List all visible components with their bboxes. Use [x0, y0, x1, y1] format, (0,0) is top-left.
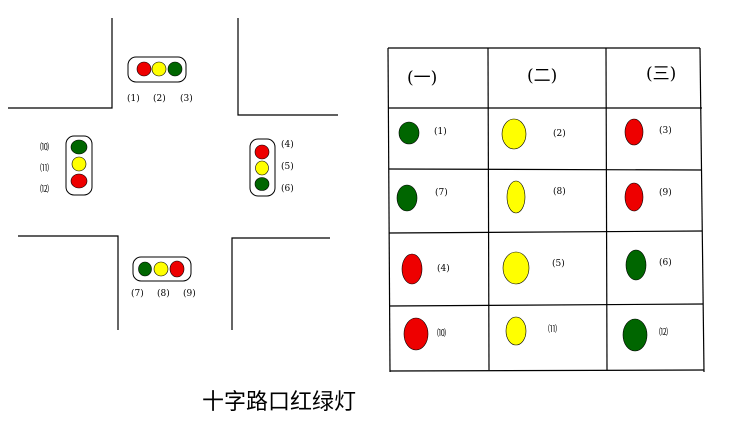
cell-label-r2-c2: (8) — [553, 186, 566, 197]
cell-label-r3-c3: (6) — [659, 257, 672, 268]
west-lamp-1 — [70, 139, 88, 155]
road-edge-sw — [18, 235, 119, 330]
cell-label-r2-c1: (7) — [435, 187, 448, 198]
cell-lamp-r1-c2 — [501, 118, 527, 150]
cell-lamp-r2-c3 — [624, 182, 644, 212]
west-label-1: ⑽ — [40, 141, 49, 153]
north-lamp-1 — [136, 61, 152, 77]
table-vline-1 — [487, 47, 490, 371]
road-edges — [8, 18, 338, 330]
cell-lamp-r2-c2 — [506, 180, 526, 214]
east-label-1: (4) — [281, 139, 294, 150]
cell-lamp-r3-c3 — [625, 249, 647, 281]
cell-lamp-r2-c1 — [396, 184, 418, 212]
cell-lamp-r4-c2 — [505, 316, 527, 346]
table-header-3: (三) — [646, 64, 676, 84]
east-label-2: (5) — [281, 161, 294, 172]
road-edge-nw — [8, 18, 113, 109]
west-lamp-2 — [71, 156, 87, 172]
north-label-2: (2) — [153, 93, 166, 104]
cell-label-r1-c1: (1) — [434, 126, 447, 137]
south-lamp-1 — [138, 261, 152, 277]
south-lamp-2 — [153, 261, 169, 277]
table-hline-3 — [388, 230, 703, 234]
north-signal: (1) (2) (3) — [127, 61, 193, 104]
east-lamp-3 — [254, 177, 270, 191]
north-label-3: (3) — [180, 93, 193, 104]
cell-lamp-r4-c3 — [622, 318, 648, 352]
table-header-2: (二) — [527, 66, 557, 86]
road-edge-ne — [237, 18, 338, 116]
east-label-3: (6) — [281, 183, 294, 194]
west-label-2: ⑾ — [40, 162, 49, 174]
table-hline-4 — [388, 303, 704, 307]
west-lamp-3 — [70, 173, 88, 189]
east-lamp-1 — [254, 144, 270, 160]
road-edge-se — [231, 237, 330, 330]
cell-label-r1-c2: (2) — [553, 128, 566, 139]
west-label-3: ⑿ — [40, 183, 49, 195]
cell-label-r4-c3: ⑿ — [659, 326, 668, 338]
cell-label-r4-c2: ⑾ — [548, 323, 557, 335]
table-header-1: (一) — [407, 68, 437, 88]
cell-lamp-r3-c1 — [401, 253, 423, 285]
table-vline-2 — [605, 47, 608, 371]
south-label-1: (7) — [131, 288, 144, 299]
table-vline-0 — [387, 47, 391, 373]
south-label-3: (9) — [183, 288, 196, 299]
cell-lamp-r3-c2 — [502, 251, 530, 285]
south-signal: (7) (8) (9) — [131, 260, 196, 299]
west-signal: ⑽ ⑾ ⑿ — [40, 139, 88, 195]
north-lamp-2 — [151, 61, 167, 77]
cell-label-r3-c2: (5) — [552, 258, 565, 269]
state-table-grid — [387, 47, 705, 373]
south-lamp-3 — [169, 260, 185, 278]
cell-lamp-r4-c1 — [403, 317, 429, 351]
cell-label-r1-c3: (3) — [659, 125, 672, 136]
north-label-1: (1) — [127, 93, 140, 104]
table-hline-2 — [388, 168, 703, 171]
cell-label-r3-c1: (4) — [437, 263, 450, 274]
diagram-caption: 十字路口红绿灯 — [202, 390, 356, 415]
east-signal: (4) (5) (6) — [254, 139, 294, 194]
cell-lamp-r1-c3 — [624, 118, 644, 146]
table-vline-3 — [699, 47, 705, 373]
cell-label-r2-c3: (9) — [659, 187, 672, 198]
south-label-2: (8) — [157, 288, 170, 299]
table-hline-5 — [389, 369, 705, 372]
cell-lamp-r1-c1 — [398, 121, 420, 145]
east-lamp-2 — [255, 160, 269, 176]
north-lamp-3 — [167, 61, 183, 77]
cell-label-r4-c1: ⑽ — [437, 327, 446, 339]
